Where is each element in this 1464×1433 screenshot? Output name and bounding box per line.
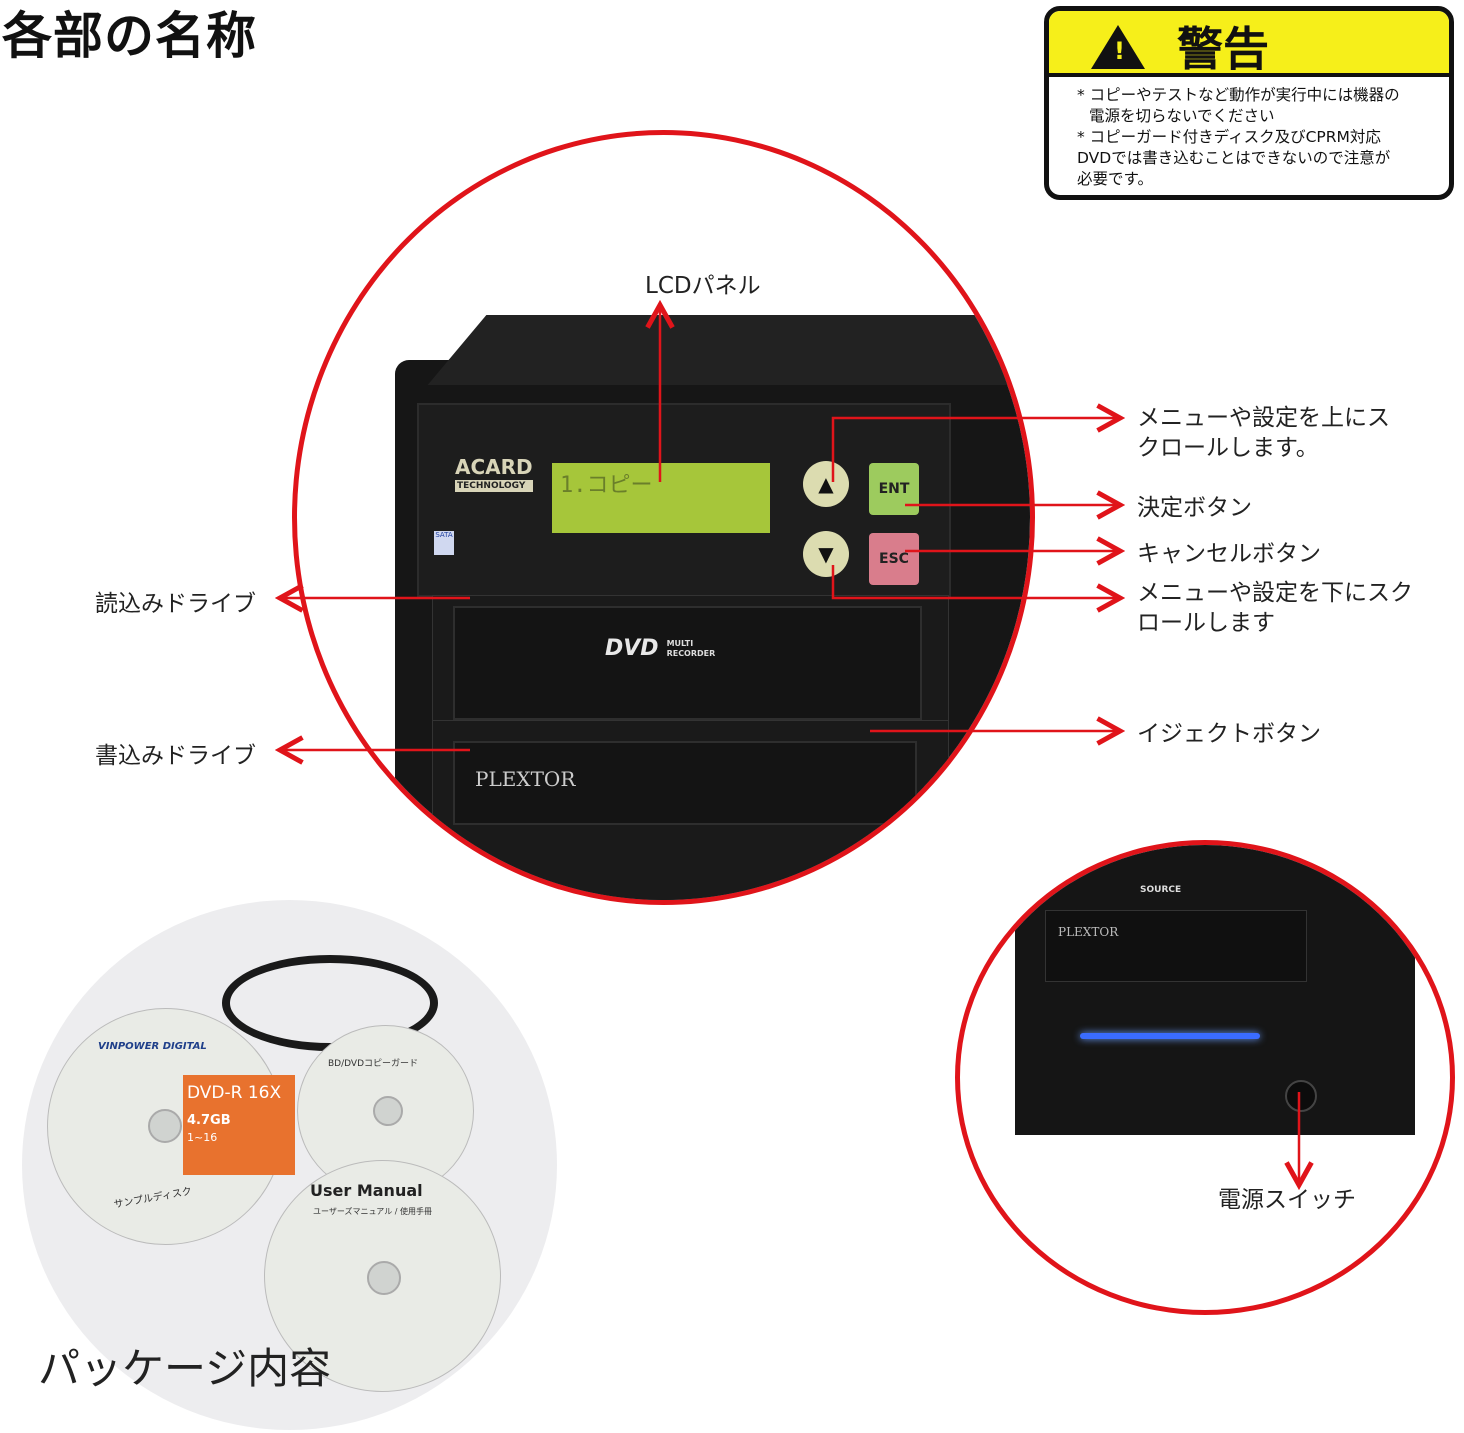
write-drive: PLEXTOR xyxy=(432,720,949,900)
disc-label: BD/DVDコピーガード xyxy=(328,1059,418,1069)
front-panel-closeup: ACARD TECHNOLOGY SATA 1.コピー ▲ ▼ ENT ESC … xyxy=(292,130,1035,905)
brand-sub: TECHNOLOGY xyxy=(455,480,533,492)
warning-body: * コピーやテストなど動作が実行中には機器の 電源を切らないでください * コピ… xyxy=(1049,77,1449,190)
source-label: SOURCE xyxy=(1140,885,1182,895)
scroll-down-arrow xyxy=(831,565,1120,598)
disc-title: User Manual xyxy=(310,1181,423,1200)
disc-speed: 1~16 xyxy=(187,1131,218,1144)
write-drive: PLEXTOR xyxy=(1045,910,1307,982)
label-scroll-up: メニューや設定を上にス クロールします。 xyxy=(1137,403,1390,463)
label-power-switch: 電源スイッチ xyxy=(1218,1187,1356,1213)
label-line: クロールします。 xyxy=(1137,435,1319,461)
disc-capacity: 4.7GB xyxy=(187,1113,231,1128)
warning-header: ! 警告 xyxy=(1049,11,1449,77)
warning-line: DVDでは書き込むことはできないので注意が xyxy=(1077,149,1391,167)
user-manual-disc: User Manual ユーザーズマニュアル / 使用手冊 xyxy=(264,1160,501,1392)
write-drive-tray: PLEXTOR xyxy=(453,741,917,825)
device-body xyxy=(1015,845,1415,1135)
label-line: ロールします xyxy=(1137,610,1275,636)
sample-dvd-disc: VINPOWER DIGITAL DVD-R 16X 4.7GB 1~16 サン… xyxy=(47,1008,295,1245)
disc-type: DVD-R 16X xyxy=(187,1083,282,1103)
status-led-bar xyxy=(1080,1033,1260,1039)
esc-button[interactable]: ESC xyxy=(869,533,919,585)
package-contents-photo: VINPOWER DIGITAL DVD-R 16X 4.7GB 1~16 サン… xyxy=(22,900,557,1430)
warning-heading: 警告 xyxy=(1177,22,1269,76)
warning-line: 必要です。 xyxy=(1077,170,1153,188)
warning-triangle-icon: ! xyxy=(1091,25,1145,69)
warning-line: 電源を切らないでください xyxy=(1089,107,1275,125)
label-eject-button: イジェクトボタン xyxy=(1137,721,1321,747)
label-enter-button: 決定ボタン xyxy=(1137,495,1252,521)
package-caption: パッケージ内容 xyxy=(38,1344,332,1393)
disc-brand: VINPOWER DIGITAL xyxy=(98,1041,207,1052)
scroll-up-button[interactable]: ▲ xyxy=(803,461,849,507)
warning-line: * コピーガード付きディスク及びCPRM対応 xyxy=(1077,128,1381,146)
scroll-up-arrow xyxy=(831,418,1120,482)
label-lcd-panel: LCDパネル xyxy=(645,273,761,299)
multi-recorder-logo: MULTI RECORDER xyxy=(666,639,716,658)
label-line: メニューや設定を上にス xyxy=(1137,405,1390,431)
dvd-logo: DVD xyxy=(605,636,659,661)
power-switch-button[interactable] xyxy=(1285,1080,1317,1112)
label-line: メニューや設定を下にスク xyxy=(1137,580,1413,606)
control-panel: ACARD TECHNOLOGY SATA 1.コピー ▲ ▼ ENT ESC xyxy=(417,403,951,597)
drive1-logo-group: DVD MULTI RECORDER xyxy=(605,636,719,662)
disc-label-orange: DVD-R 16X 4.7GB 1~16 xyxy=(183,1075,295,1175)
acard-logo: ACARD TECHNOLOGY xyxy=(455,455,533,492)
ent-button[interactable]: ENT xyxy=(869,463,919,515)
disc-subtitle: ユーザーズマニュアル / 使用手冊 xyxy=(313,1207,432,1216)
warning-box: ! 警告 * コピーやテストなど動作が実行中には機器の 電源を切らないでください… xyxy=(1044,6,1454,200)
sata-badge: SATA xyxy=(434,531,454,555)
label-read-drive: 読込みドライブ xyxy=(95,591,256,617)
label-cancel-button: キャンセルボタン xyxy=(1137,541,1321,567)
power-switch-closeup: SOURCE PLEXTOR xyxy=(955,840,1455,1315)
label-scroll-down: メニューや設定を下にスク ロールします xyxy=(1137,578,1413,638)
warning-line: * コピーやテストなど動作が実行中には機器の xyxy=(1077,86,1400,104)
read-drive-tray: DVD MULTI RECORDER xyxy=(453,606,922,720)
page-title: 各部の名称 xyxy=(2,7,257,65)
scroll-down-button[interactable]: ▼ xyxy=(803,531,849,577)
plextor-logo: PLEXTOR xyxy=(1058,925,1119,939)
plextor-logo: PLEXTOR xyxy=(475,767,576,791)
brand-name: ACARD xyxy=(455,455,533,479)
label-write-drive: 書込みドライブ xyxy=(95,743,256,769)
